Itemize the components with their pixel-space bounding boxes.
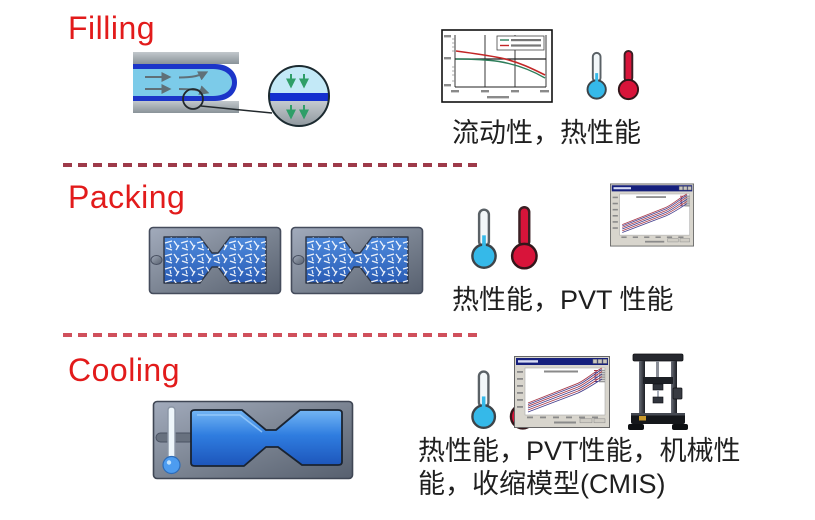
filling-caption: 流动性，热性能 (452, 118, 641, 148)
zoom-source-circle (182, 88, 204, 110)
packing-mold-left (148, 226, 282, 295)
packing-mold-right (290, 226, 424, 295)
part-highlight (197, 414, 263, 433)
cooling-caption-line-2: 能，收缩模型(CMIS) (418, 469, 666, 499)
pvt-chart-window-cooling (514, 356, 610, 428)
cooling-caption-line-1: 热性能，PVT性能，机械性 (418, 436, 741, 466)
melt-flow-region (133, 69, 232, 96)
viscosity-curve-lower (455, 58, 546, 79)
phase-label-packing: Packing (68, 179, 186, 215)
y-axis-ticks (452, 38, 455, 82)
section-divider-2 (63, 333, 481, 337)
zoom-detail-circle (268, 65, 330, 127)
packing-caption: 热性能，PVT 性能 (452, 285, 674, 315)
phase-label-cooling: Cooling (68, 352, 181, 388)
filling-flow-diagram (133, 52, 330, 127)
cooling-caption: 热性能，PVT性能，机械性 能，收缩模型(CMIS) (418, 435, 815, 501)
thermometer-pair-filling (584, 50, 644, 102)
viscosity-curve-upper (455, 50, 546, 76)
flow-arrows (145, 71, 210, 95)
heat-transfer-arrows (286, 74, 309, 120)
cooling-part (190, 409, 343, 467)
chart-legend (496, 35, 545, 51)
tensile-testing-machine-icon (628, 353, 688, 430)
section-divider-1 (63, 163, 477, 167)
axis-tick-labels (444, 35, 549, 99)
viscosity-chart-thumbnail (441, 29, 553, 103)
cooling-mold-diagram (152, 400, 354, 480)
phase-label-filling: Filling (68, 10, 156, 46)
pvt-chart-window-packing (610, 177, 694, 253)
zoom-connector-line (200, 105, 273, 114)
mold-thermometer (162, 406, 181, 475)
mold-wall-top (133, 52, 239, 64)
thermometer-pair-packing (468, 206, 544, 272)
